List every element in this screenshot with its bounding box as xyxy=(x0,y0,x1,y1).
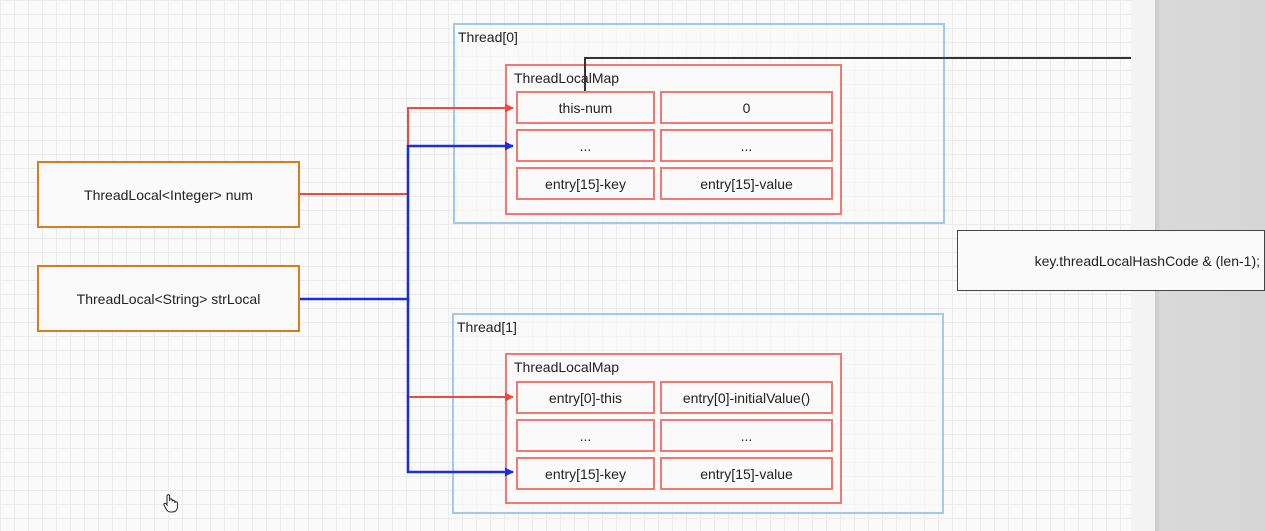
arrow-strlocal-to-thread0 xyxy=(300,141,514,301)
thread-0-entry-mid-value[interactable]: ... xyxy=(660,129,833,162)
thread-0-entry-0-value[interactable]: 0 xyxy=(660,91,833,124)
thread-0-label: Thread[0] xyxy=(458,29,518,45)
thread-1-entry-15-key[interactable]: entry[15]-key xyxy=(516,457,655,490)
threadlocal-strlocal-box[interactable]: ThreadLocal<String> strLocal xyxy=(37,265,300,332)
threadlocal-num-box[interactable]: ThreadLocal<Integer> num xyxy=(37,161,300,228)
thread-0-map-label: ThreadLocalMap xyxy=(514,70,620,86)
arrow-num-to-thread1 xyxy=(407,194,514,402)
thread-1-label: Thread[1] xyxy=(457,319,517,335)
thread-0-entry-15-value[interactable]: entry[15]-value xyxy=(660,167,833,200)
thread-1-entry-15-value[interactable]: entry[15]-value xyxy=(660,457,833,490)
arrow-entry-to-hash xyxy=(584,57,1141,230)
thread-1-map-label: ThreadLocalMap xyxy=(514,359,620,375)
thread-1-entry-0-key[interactable]: entry[0]-this xyxy=(516,381,655,414)
thread-1-entry-mid-key[interactable]: ... xyxy=(516,419,655,452)
thread-0-entry-15-key[interactable]: entry[15]-key xyxy=(516,167,655,200)
thread-1-entry-mid-value[interactable]: ... xyxy=(660,419,833,452)
hash-formula-box[interactable]: key.threadLocalHashCode & (len-1); xyxy=(957,230,1265,291)
arrow-num-to-thread0 xyxy=(300,103,514,195)
thread-1-entry-0-value[interactable]: entry[0]-initialValue() xyxy=(660,381,833,414)
hand-cursor-icon xyxy=(163,494,178,513)
thread-0-entry-mid-key[interactable]: ... xyxy=(516,129,655,162)
arrow-strlocal-to-thread1 xyxy=(406,299,514,477)
thread-0-entry-0-key[interactable]: this-num xyxy=(516,91,655,124)
